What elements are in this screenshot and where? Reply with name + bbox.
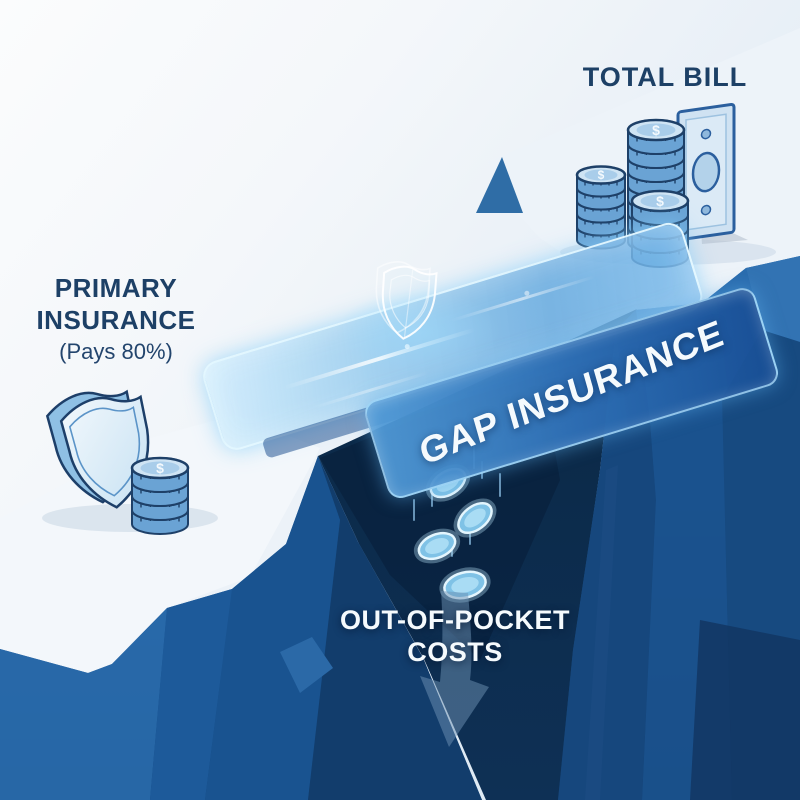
coin-stack-left-icon: $ — [575, 165, 627, 250]
coin-stack-tall-icon: $ — [626, 118, 686, 253]
falling-coin-icon — [453, 498, 497, 538]
svg-text:$: $ — [156, 460, 164, 476]
falling-coin-icon — [413, 528, 461, 564]
out-of-pocket-line1: OUT-OF-POCKET — [340, 605, 570, 635]
primary-insurance-line1: PRIMARY — [54, 273, 178, 303]
coin-stack-front-icon: $ — [630, 189, 690, 268]
left-group-shadow — [42, 504, 218, 532]
primary-insurance-label: PRIMARY INSURANCE (Pays 80%) — [8, 272, 224, 368]
banknote-icon — [676, 103, 736, 242]
svg-text:$: $ — [598, 168, 605, 182]
primary-insurance-subtitle: (Pays 80%) — [59, 339, 173, 364]
out-of-pocket-label: OUT-OF-POCKET COSTS — [300, 604, 610, 668]
svg-text:$: $ — [656, 193, 664, 209]
glow — [336, 290, 500, 374]
svg-text:$: $ — [652, 122, 660, 138]
distant-cliff-wedge — [476, 157, 523, 213]
out-of-pocket-line2: COSTS — [407, 637, 503, 667]
coin-stack-icon: $ — [130, 456, 190, 535]
total-bill-label: TOTAL BILL — [582, 62, 748, 92]
down-arrow-icon — [420, 591, 489, 747]
shield-icon — [45, 389, 150, 509]
shield-outline — [336, 261, 500, 374]
primary-insurance-line2: INSURANCE — [36, 305, 196, 335]
shield-outline-icon — [375, 261, 438, 340]
right-cliff — [558, 256, 800, 800]
